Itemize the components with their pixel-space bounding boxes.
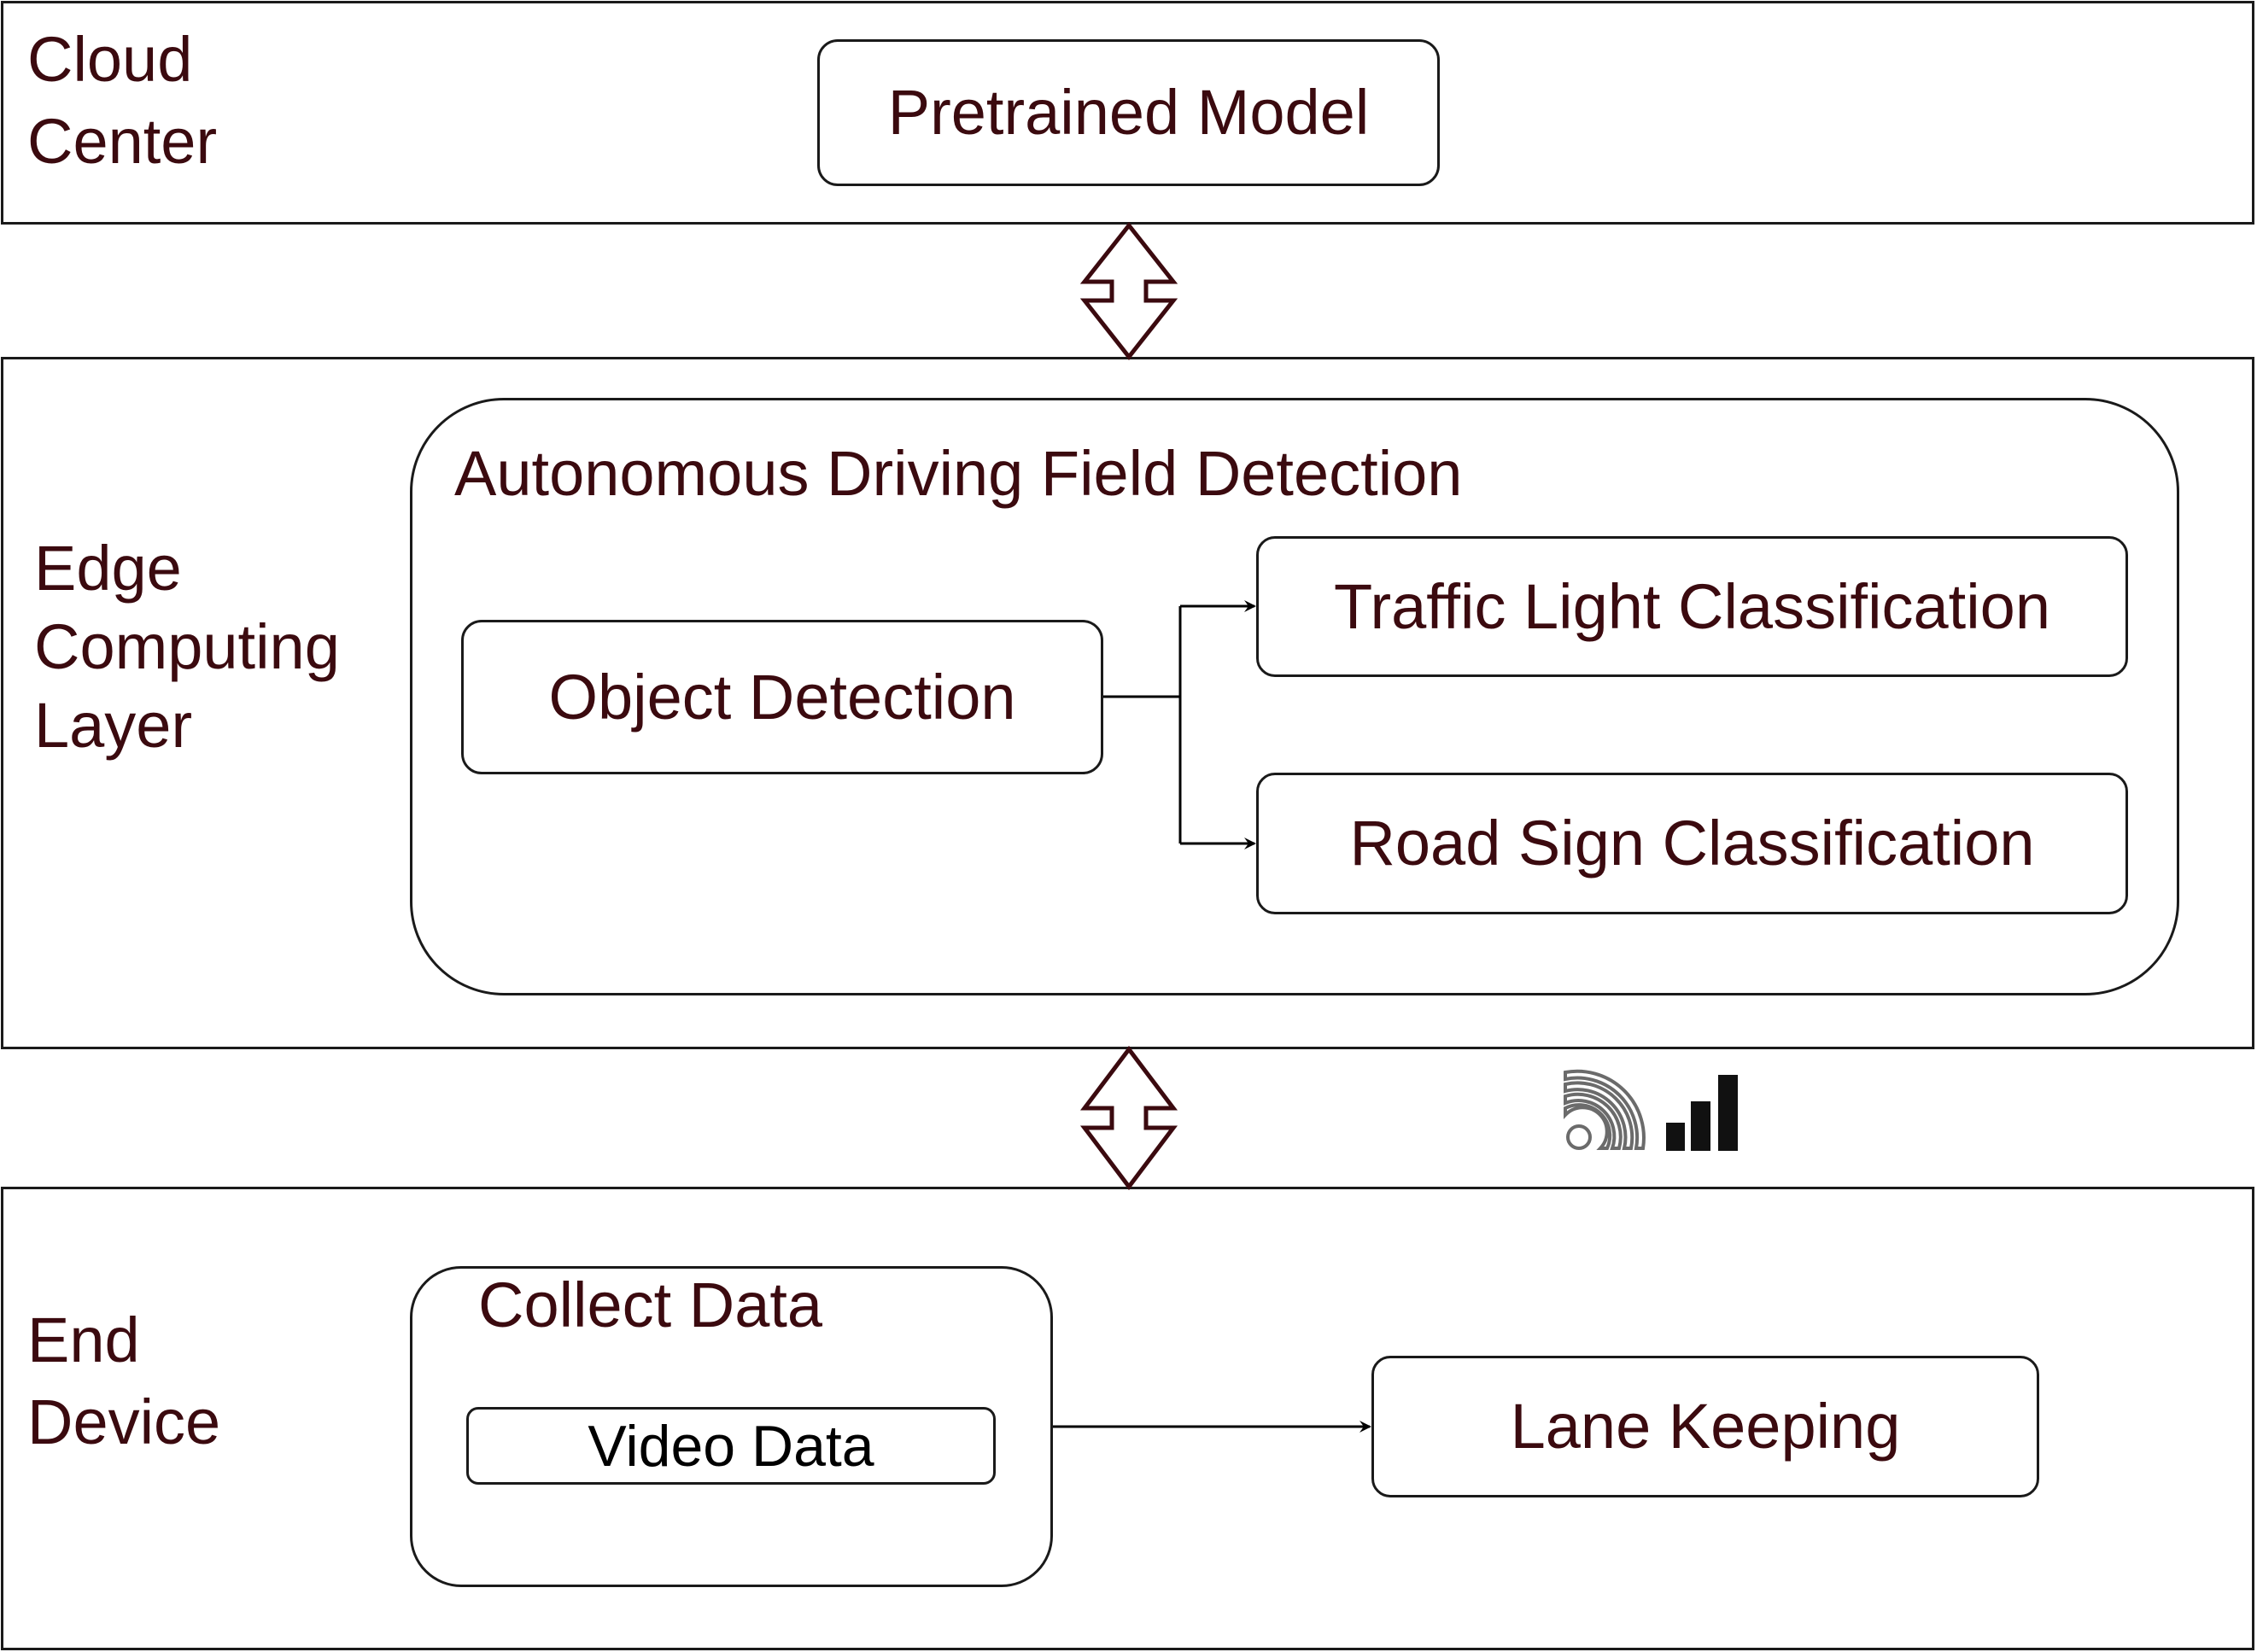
object-detection-label: Object Detection	[548, 661, 1016, 733]
edge-computing-label: Edge Computing Layer	[34, 533, 340, 761]
traffic-light-label: Traffic Light Classification	[1333, 570, 2050, 642]
autonomous-driving-title: Autonomous Driving Field Detection	[454, 438, 1463, 509]
video-data-box: Video Data	[466, 1407, 996, 1485]
road-sign-label: Road Sign Classification	[1349, 808, 2035, 879]
video-data-label: Video Data	[588, 1413, 874, 1479]
traffic-light-box: Traffic Light Classification	[1256, 536, 2128, 677]
lane-keeping-box: Lane Keeping	[1371, 1356, 2039, 1497]
road-sign-box: Road Sign Classification	[1256, 773, 2128, 914]
object-detection-box: Object Detection	[461, 620, 1103, 774]
wifi-signal-icon	[1564, 1069, 1646, 1150]
pretrained-model-label: Pretrained Model	[887, 77, 1370, 148]
lane-keeping-label: Lane Keeping	[1510, 1391, 1901, 1462]
cloud-edge-double-arrow	[1079, 221, 1178, 361]
end-device-label: End Device	[27, 1305, 221, 1457]
cellular-signal-icon	[1666, 1075, 1738, 1151]
edge-end-double-arrow	[1079, 1045, 1178, 1191]
pretrained-model-box: Pretrained Model	[817, 39, 1440, 186]
collect-data-title: Collect Data	[478, 1270, 823, 1340]
cloud-center-label: Cloud Center	[27, 24, 218, 177]
